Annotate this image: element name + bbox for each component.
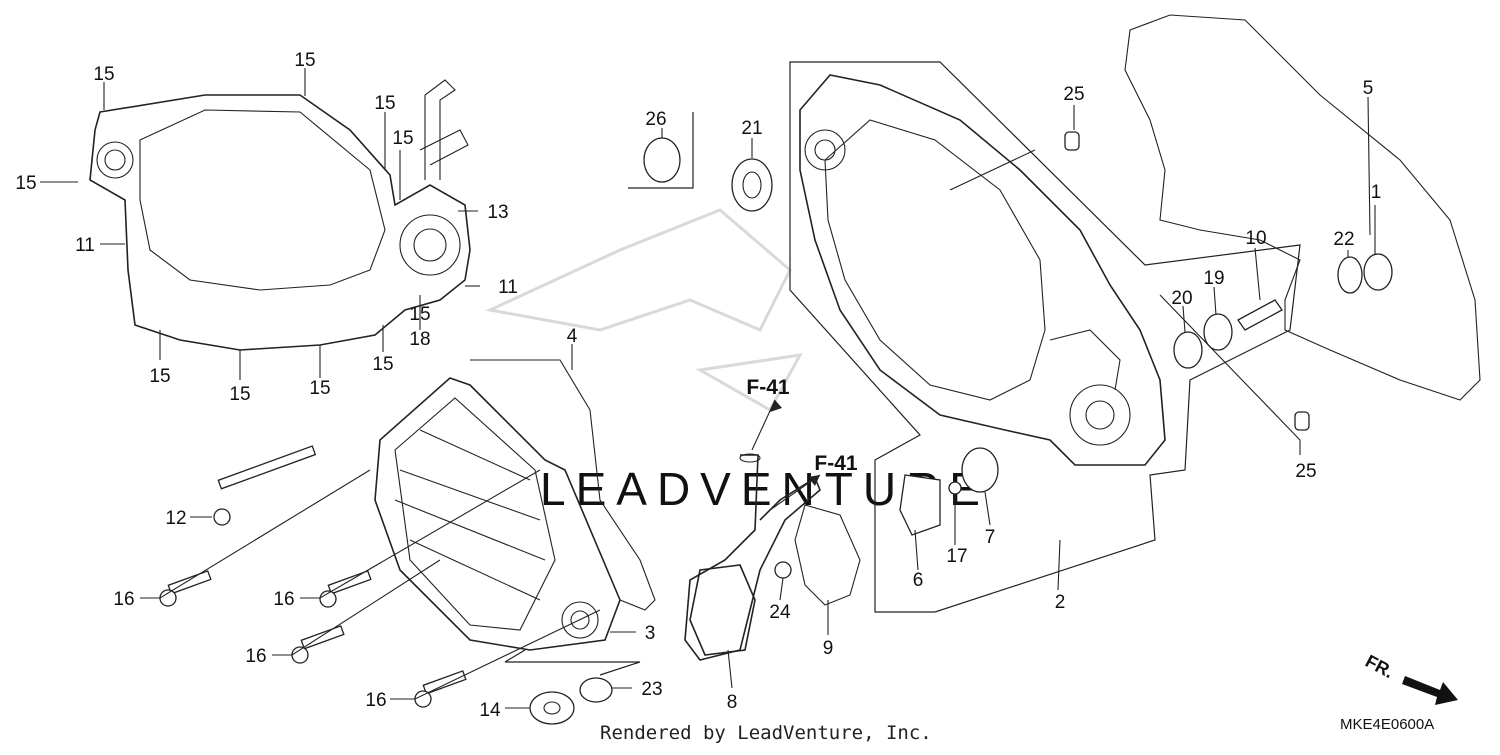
dowel-pin-25b	[1294, 411, 1310, 431]
bolt-16d	[414, 670, 467, 708]
callout-13: 13	[487, 202, 508, 223]
callout-16: 16	[113, 589, 134, 610]
callout-5: 5	[1363, 78, 1374, 99]
mechanical-seal-7	[961, 447, 999, 493]
callout-6: 6	[913, 570, 924, 591]
watermark-wing-tip	[695, 353, 803, 413]
dowel-pin-25a	[1064, 131, 1080, 151]
reference-f41: F-41	[746, 376, 790, 399]
case-gasket	[1124, 14, 1481, 401]
callout-16: 16	[273, 589, 294, 610]
callout-19: 19	[1203, 268, 1224, 289]
front-direction-label: FR.	[1362, 651, 1397, 682]
bolt-16c	[291, 625, 345, 664]
callout-26: 26	[645, 109, 666, 130]
washer-17	[948, 481, 962, 495]
callout-15: 15	[93, 64, 114, 85]
assembly-group-outline	[789, 61, 1301, 613]
callout-11: 11	[75, 235, 95, 256]
right-crankcase-cover	[89, 79, 471, 351]
callout-18: 18	[409, 329, 430, 350]
callout-4: 4	[567, 326, 578, 347]
clutch-cover-gasket	[470, 359, 656, 611]
bolt-16a	[159, 570, 212, 607]
callout-16: 16	[245, 646, 266, 667]
o-ring-22	[1337, 256, 1363, 294]
callout-15: 15	[409, 304, 430, 325]
bearing-19	[1203, 313, 1233, 351]
left-crankcase-cover	[799, 74, 1166, 466]
callout-25: 25	[1295, 461, 1316, 482]
leader-lines	[40, 68, 1376, 709]
bracket-14-23	[504, 649, 641, 676]
callout-23: 23	[641, 679, 662, 700]
watermark-wing	[485, 208, 792, 332]
clutch-cover	[374, 377, 621, 651]
filler-cap-14	[529, 691, 575, 725]
callout-15: 15	[309, 378, 330, 399]
callout-9: 9	[823, 638, 834, 659]
oil-seal-26	[643, 137, 681, 183]
front-direction-indicator: FR.	[1362, 651, 1458, 705]
callout-8: 8	[727, 692, 738, 713]
front-arrow-icon	[1402, 676, 1458, 705]
bolt-16b	[319, 570, 372, 608]
oil-seal-20	[1173, 331, 1203, 369]
o-ring-23	[579, 677, 613, 703]
callout-11: 11	[498, 277, 518, 298]
bolt-12	[213, 445, 317, 526]
callout-15: 15	[374, 93, 395, 114]
reference-f41: F-41	[814, 452, 858, 475]
callout-20: 20	[1171, 288, 1192, 309]
oil-seal-21	[731, 158, 773, 212]
callout-25: 25	[1063, 84, 1084, 105]
callout-10: 10	[1245, 228, 1266, 249]
arrow-f41-a	[770, 400, 782, 412]
callout-12: 12	[165, 508, 186, 529]
callout-15: 15	[15, 173, 36, 194]
callout-15: 15	[229, 384, 250, 405]
callout-7: 7	[985, 527, 996, 548]
bearing-1	[1363, 253, 1393, 291]
render-credit: Rendered by LeadVenture, Inc.	[600, 722, 932, 744]
water-pump-gasket	[794, 504, 861, 606]
callouts: 15 15 15 15 15 13 11 11 15 18 15 15 15 1…	[15, 50, 1381, 721]
shaft-10	[1237, 299, 1283, 331]
callout-15: 15	[294, 50, 315, 71]
diagram-code: MKE4E0600A	[1340, 716, 1434, 733]
callout-2: 2	[1055, 592, 1066, 613]
callout-1: 1	[1371, 182, 1382, 203]
callout-22: 22	[1333, 229, 1354, 250]
callout-3: 3	[645, 623, 656, 644]
callout-14: 14	[479, 700, 501, 721]
callout-16: 16	[365, 690, 386, 711]
arrow-f41-b	[808, 475, 820, 486]
callout-15: 15	[372, 354, 393, 375]
callout-24: 24	[769, 602, 791, 623]
impeller-6	[899, 474, 941, 536]
callout-15: 15	[149, 366, 170, 387]
callout-21: 21	[741, 118, 762, 139]
callout-15: 15	[392, 128, 413, 149]
callout-17: 17	[946, 546, 967, 567]
dowel-pin-24	[774, 561, 792, 579]
bracket-26	[628, 112, 694, 189]
